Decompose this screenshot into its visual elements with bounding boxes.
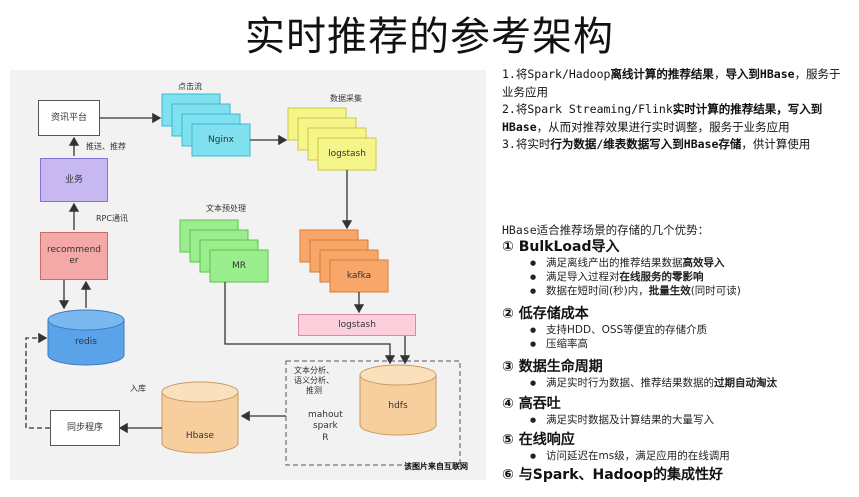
mr-label: MR [231, 260, 247, 271]
mr-box: MR [210, 250, 268, 282]
warehouse-label: 入库 [130, 384, 146, 393]
recommender-label: recommend er [47, 245, 101, 266]
hbase-cylinder [161, 381, 239, 454]
p1-prefix: 1.将Spark/Hadoop [502, 67, 611, 81]
advantage-4: ④ 高吞吐 满足实时数据及计算结果的大量写入 [502, 395, 852, 427]
advantage-1: ① BulkLoad导入 满足离线产出的推荐结果数据高效导入 满足导入过程对在线… [502, 238, 852, 298]
text-analysis-label: 文本分析、 语义分析、 推测 [294, 366, 334, 395]
description-paragraphs: 1.将Spark/Hadoop离线计算的推荐结果，导入到HBase，服务于业务应… [502, 66, 852, 154]
recommender-box: recommend er [40, 232, 108, 280]
business-label: 业务 [64, 174, 83, 185]
advantage-3: ③ 数据生命周期 满足实时行为数据、推荐结果数据的过期自动淘汰 [502, 358, 852, 390]
hdfs-label-wrap: hdfs [360, 396, 436, 416]
advantage-1-bullet-1: 满足离线产出的推荐结果数据高效导入 [502, 256, 852, 270]
advantage-5-bullet-1: 访问延迟在ms级，满足应用的在线调用 [502, 449, 852, 463]
kafka-box: kafka [330, 260, 388, 292]
logstash-top-label: logstash [328, 148, 366, 159]
advantage-6: ⑥ 与Spark、Hadoop的集成性好 [502, 466, 852, 484]
advantage-4-bullet-1: 满足实时数据及计算结果的大量写入 [502, 413, 852, 427]
nginx-label: Nginx [208, 134, 234, 145]
rpc-label: RPC通讯 [96, 214, 128, 223]
p2-suffix: ，从而对推荐效果进行实时调整，服务于业务应用 [536, 119, 790, 134]
hbase-label: Hbase [185, 430, 215, 441]
p3-suffix: ，供计算使用 [741, 137, 811, 151]
click-stream-label: 点击流 [178, 82, 202, 91]
architecture-diagram: 资讯平台 Nginx logstash 业务 recommend er MR k… [10, 70, 486, 480]
p1-bold-2: 导入到HBase [725, 67, 795, 81]
advantage-3-title: ③ 数据生命周期 [502, 359, 603, 375]
news-platform-label: 资讯平台 [50, 112, 87, 123]
diagram-edges [25, 93, 461, 466]
hbase-label-wrap: Hbase [162, 426, 238, 446]
offline-compute-box [285, 360, 461, 466]
business-box: 业务 [40, 158, 108, 202]
nginx-stack [161, 93, 251, 157]
advantage-4-title: ④ 高吞吐 [502, 396, 561, 412]
advantage-5: ⑤ 在线响应 访问延迟在ms级，满足应用的在线调用 [502, 431, 852, 463]
paragraph-2: 2.将Spark Streaming/Flink实时计算的推荐结果，写入到HBa… [502, 101, 852, 136]
hdfs-label: hdfs [388, 400, 408, 411]
p3-prefix: 3.将实时 [502, 137, 551, 151]
advantage-1-bullet-2: 满足导入过程对在线服务的零影响 [502, 270, 852, 284]
data-collect-label: 数据采集 [330, 94, 362, 103]
kafka-stack [299, 229, 389, 293]
sync-box: 同步程序 [50, 410, 120, 446]
hdfs-cylinder [359, 364, 437, 436]
p1-bold-1: 离线计算的推荐结果 [610, 67, 714, 81]
watermark-text: 该图片来自互联网 [404, 462, 468, 471]
advantage-2-title: ② 低存储成本 [502, 306, 589, 322]
advantage-2-bullet-2: 压缩率高 [502, 337, 852, 351]
mahout-label: mahout spark R [308, 410, 343, 443]
p1-suffix: ，服务于业务应用 [502, 67, 841, 99]
logstash-mid-label: logstash [338, 319, 376, 330]
page-title: 实时推荐的参考架构 [245, 14, 614, 60]
paragraph-3: 3.将实时行为数据/维表数据写入到HBase存储，供计算使用 [502, 136, 852, 154]
paragraph-1: 1.将Spark/Hadoop离线计算的推荐结果，导入到HBase，服务于业务应… [502, 66, 852, 101]
advantage-2: ② 低存储成本 支持HDD、OSS等便宜的存储介质 压缩率高 [502, 305, 852, 351]
advantage-2-bullet-1: 支持HDD、OSS等便宜的存储介质 [502, 323, 852, 337]
sync-label: 同步程序 [66, 422, 103, 433]
kafka-label: kafka [346, 270, 372, 281]
advantage-1-title: ① BulkLoad导入 [502, 239, 620, 255]
p2-bold-1: 实时计算的推荐结果，写入到HBase [502, 102, 823, 134]
advantages-heading: HBase适合推荐场景的存储的几个优势： [502, 223, 710, 237]
mr-stack [179, 219, 269, 283]
logstash-mid-box: logstash [298, 314, 416, 336]
p1-mid: ， [713, 67, 726, 81]
push-recommend-label: 推送、推荐 [86, 142, 126, 151]
text-preprocess-label: 文本预处理 [206, 204, 246, 213]
redis-label: redis [75, 336, 97, 347]
logstash-top-stack [287, 107, 377, 171]
advantage-5-title: ⑤ 在线响应 [502, 432, 575, 448]
logstash-top-box: logstash [318, 138, 376, 170]
advantage-1-bullet-3: 数据在短时间(秒)内，批量生效(同时可读) [502, 284, 852, 298]
nginx-box: Nginx [192, 124, 250, 156]
redis-cylinder [47, 309, 125, 366]
news-platform-box: 资讯平台 [38, 100, 100, 136]
p3-bold-1: 行为数据/维表数据写入到HBase存储 [550, 137, 742, 151]
redis-label-wrap: redis [48, 332, 124, 352]
advantage-6-title: ⑥ 与Spark、Hadoop的集成性好 [502, 467, 723, 483]
p2-prefix: 2.将Spark Streaming/Flink [502, 102, 673, 116]
advantage-3-bullet-1: 满足实时行为数据、推荐结果数据的过期自动淘汰 [502, 376, 852, 390]
